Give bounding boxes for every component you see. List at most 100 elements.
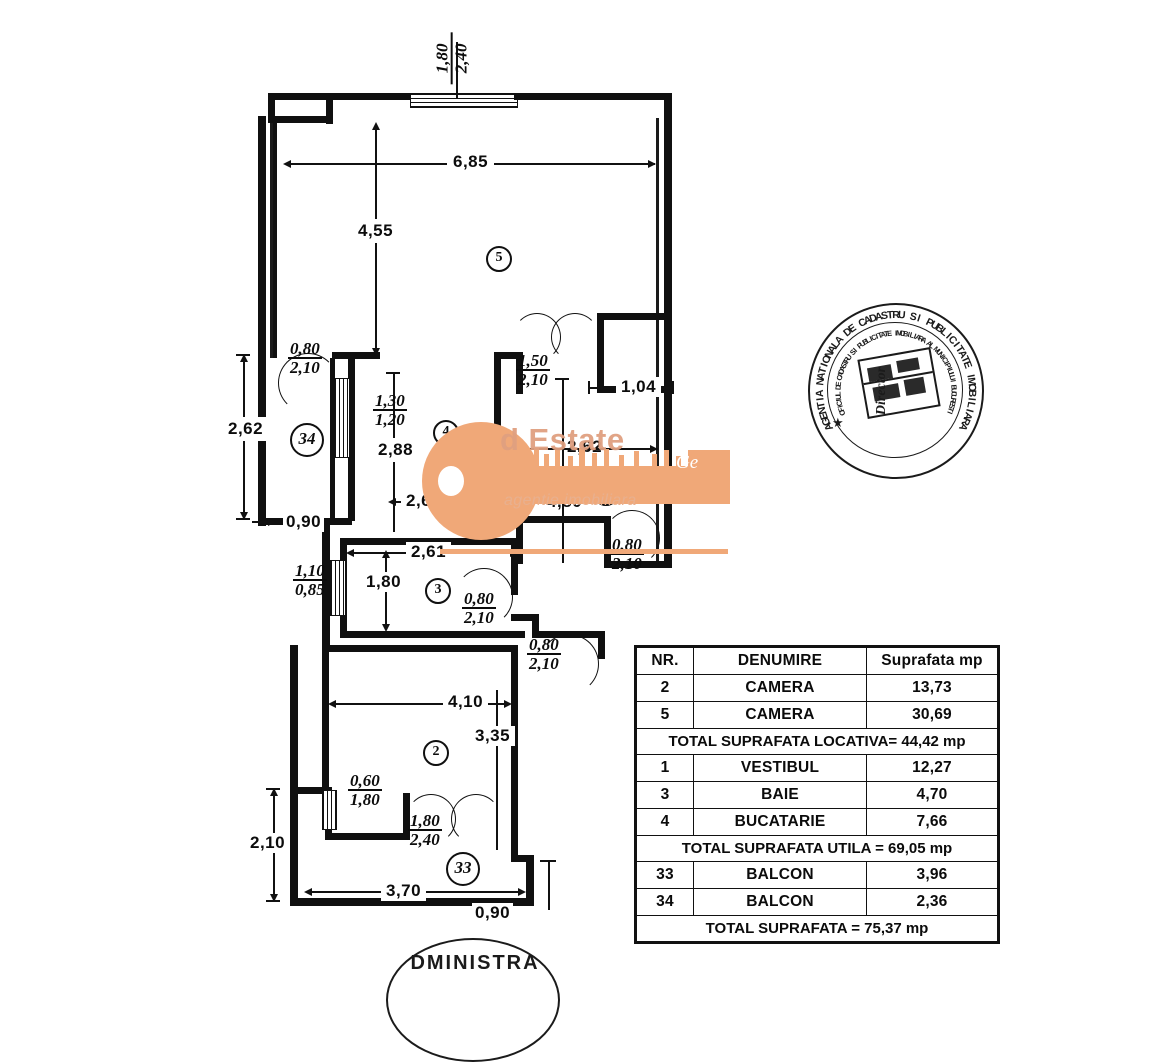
dimtick-210b-bot	[266, 900, 280, 902]
wall-balcony34-right	[330, 358, 335, 525]
dimtick-104-r	[672, 381, 674, 394]
seal-char: I	[894, 328, 898, 338]
wall-bath-right-low	[511, 614, 539, 621]
dim-261: 2,61	[406, 542, 452, 562]
cell-nr: 3	[635, 781, 694, 809]
cell-area: 13,73	[866, 674, 999, 702]
room-badge-4: 4	[433, 420, 459, 446]
dim-104: 1,04	[616, 377, 662, 397]
cell-name: BAIE	[693, 781, 867, 809]
window-room2	[322, 790, 337, 830]
window-bathroom	[330, 560, 346, 616]
cell-subtotal-utila: TOTAL SUPRAFATA UTILA = 69,05 mp	[635, 835, 999, 862]
dimtick-480-top	[555, 378, 569, 380]
cell-name: BALCON	[693, 888, 867, 916]
wall-vestibul-left	[494, 352, 501, 392]
dim-090-balcony33: 0,90	[472, 903, 514, 923]
dimarrow-210b-down	[270, 894, 278, 902]
dimarrow-370-left	[304, 888, 312, 896]
room-badge-1: 1	[593, 480, 619, 506]
dim-410: 4,10	[443, 692, 489, 712]
cell-name: CAMERA	[693, 701, 867, 729]
num: 0,80	[290, 339, 320, 358]
dimtick-210b-top	[266, 788, 280, 790]
num: 1,50	[518, 351, 548, 370]
num: 0,80	[464, 589, 494, 608]
dimarrow-410-left	[328, 700, 336, 708]
dimtick-288-top	[386, 372, 400, 374]
dim-door-balcony34: 0,80 2,10	[288, 340, 322, 377]
wall-bath-right	[511, 545, 518, 595]
dim-685: 6,85	[447, 152, 495, 172]
dim-door-bath: 0,80 2,10	[462, 590, 496, 627]
wall-room2-right	[511, 652, 518, 862]
dim-window-room2: 0,60 1,80	[348, 772, 382, 809]
dimline-410	[330, 703, 510, 705]
seal-inner-ring	[827, 322, 963, 458]
den: 2,10	[527, 653, 561, 674]
cell-nr: 4	[635, 808, 694, 836]
den: 2,10	[610, 553, 644, 574]
dim-door-kitchen: 0,80 2,10	[472, 452, 506, 489]
door-arc-hall	[539, 634, 599, 694]
wall-balcony33-right	[526, 855, 534, 905]
cell-name: CAMERA	[693, 674, 867, 702]
cell-nr: 33	[635, 861, 694, 889]
dim-door-living: 1,50 2,10	[516, 352, 550, 389]
table-row: 33 BALCON 3,96	[635, 861, 999, 889]
dim-door-balcony33: 1,80 2,40	[408, 812, 442, 849]
cell-name: BALCON	[693, 861, 867, 889]
dimtick-262-bot	[236, 518, 250, 520]
wall-bath-top	[340, 538, 518, 545]
room-badge-5: 5	[486, 246, 512, 272]
dimline-090b	[548, 860, 550, 910]
dim-266: 2,66	[401, 491, 447, 511]
wall-kitchen-top-stub	[348, 352, 380, 359]
door-arc-vestibul	[604, 510, 660, 566]
wall-step-horizontal	[268, 116, 332, 123]
den: 2,10	[516, 369, 550, 390]
window-kitchen	[334, 378, 350, 458]
dimarrow-180bath-up	[382, 550, 390, 558]
cell-area: 2,36	[866, 888, 999, 916]
dimarrow-090	[268, 518, 276, 526]
wall-step-vertical	[268, 93, 275, 123]
table-header-denumire: DENUMIRE	[693, 646, 867, 675]
dimline-topwindow	[456, 42, 458, 98]
dim-262-balcony: 2,62	[225, 417, 267, 441]
floor-plan-canvas: 6,85 4,55 2,62 0,90 2,88 2,66 2,62 4,80 …	[225, 32, 1000, 1062]
wall-balcony33-bottom	[290, 898, 534, 906]
dimarrow-685-left	[283, 160, 291, 168]
wall-bath-bottom	[340, 631, 525, 638]
dim-210-balcony33: 2,10	[247, 833, 289, 853]
cell-name: BUCATARIE	[693, 808, 867, 836]
dimarrow-455-down	[372, 348, 380, 356]
table-subtotal-utila-row: TOTAL SUPRAFATA UTILA = 69,05 mp	[635, 835, 999, 862]
num: 0,80	[529, 635, 559, 654]
cell-area: 3,96	[866, 861, 999, 889]
dimarrow-266-left	[388, 498, 396, 506]
wall-balcony33-left	[290, 787, 298, 905]
door-arc-living-right	[551, 313, 599, 361]
dimarrow-262-up	[240, 354, 248, 362]
cell-area: 12,27	[866, 754, 999, 782]
num: 1,10	[295, 561, 325, 580]
dim-090-balcony: 0,90	[283, 512, 325, 532]
dimline-335	[496, 690, 498, 850]
dimarrow-685-right	[648, 160, 656, 168]
dim-window-top-den: 2,40	[451, 32, 471, 85]
dim-335: 3,35	[470, 726, 516, 746]
dim-door-hall: 0,80 2,10	[527, 636, 561, 673]
num: 0,80	[612, 535, 642, 554]
den: 2,10	[288, 357, 322, 378]
wall-left-outer	[258, 116, 266, 526]
wall-room5-bottom-right	[494, 352, 516, 359]
den: 1,20	[373, 409, 407, 430]
table-header-nr: NR.	[635, 646, 694, 675]
dimline-090	[252, 521, 274, 523]
table-row: 3 BAIE 4,70	[635, 781, 999, 809]
wall-room2-top	[322, 645, 518, 652]
wall-kitchen-left	[348, 359, 355, 521]
wall-hall-bottom-right	[598, 631, 605, 659]
